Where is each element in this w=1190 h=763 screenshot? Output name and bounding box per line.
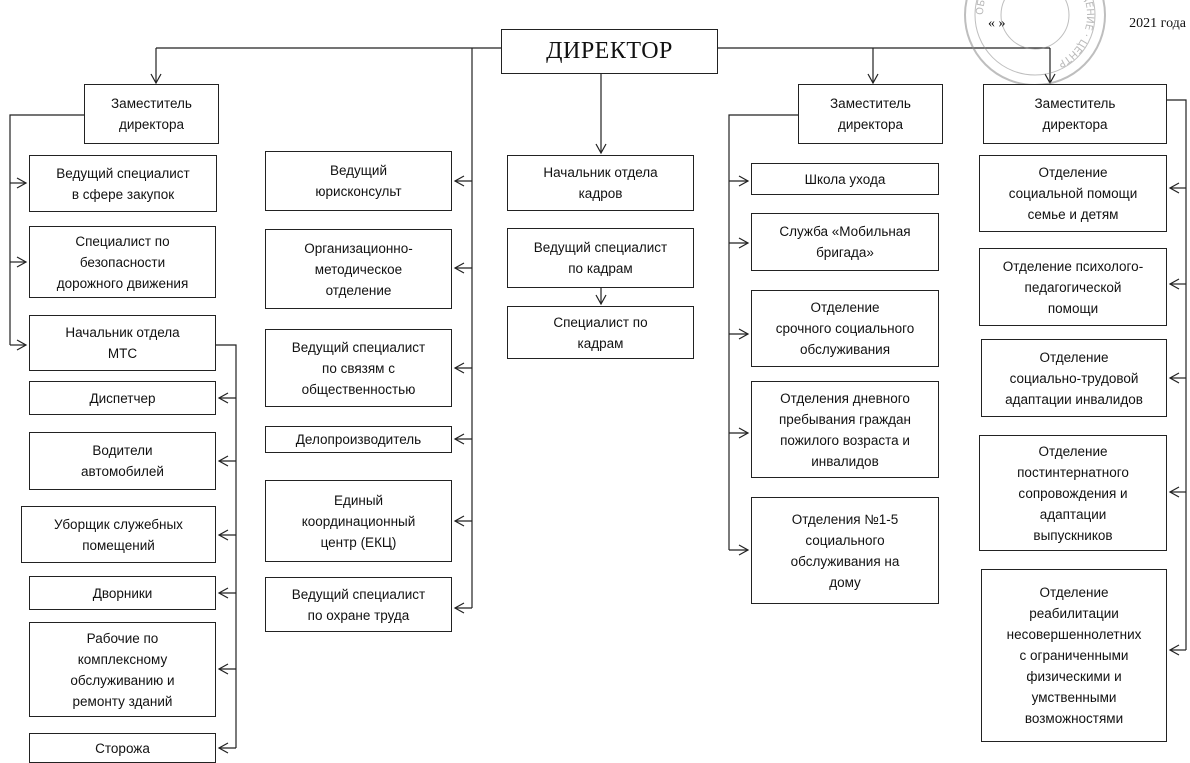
mobile-brigade-service: Служба «Мобильная бригада»: [751, 213, 939, 271]
lead-hr-specialist: Ведущий специалист по кадрам: [507, 228, 694, 288]
labor-safety-specialist: Ведущий специалист по охране труда: [265, 577, 452, 632]
col1-bracket: [9, 114, 84, 345]
psych-pedagogical-dept: Отделение психолого- педагогической помо…: [979, 248, 1167, 326]
col4-bracket: [728, 114, 798, 550]
mts-department-head: Начальник отдела МТС: [29, 315, 216, 371]
post-internat-support-dept: Отделение постинтернатного сопровождения…: [979, 435, 1167, 551]
car-drivers: Водители автомобилей: [29, 432, 216, 490]
yard-keepers: Дворники: [29, 576, 216, 610]
records-clerk: Делопроизводитель: [265, 426, 452, 453]
maintenance-workers: Рабочие по комплексному обслуживанию и р…: [29, 622, 216, 717]
home-service-depts: Отделения №1-5 социального обслуживания …: [751, 497, 939, 604]
family-children-aid-dept: Отделение социальной помощи семье и детя…: [979, 155, 1167, 232]
date-year: 2021 года: [1129, 16, 1186, 31]
road-safety-specialist: Специалист по безопасности дорожного дви…: [29, 226, 216, 298]
hr-specialist: Специалист по кадрам: [507, 306, 694, 359]
deputy-director-2: Заместитель директора: [798, 84, 943, 144]
care-school: Школа ухода: [751, 163, 939, 195]
office-cleaner: Уборщик служебных помещений: [21, 506, 216, 563]
deputy-director-1: Заместитель директора: [84, 84, 219, 144]
hr-department-head: Начальник отдела кадров: [507, 155, 694, 211]
lead-legal-counsel: Ведущий юрисконсульт: [265, 151, 452, 211]
urgent-social-service-dept: Отделение срочного социального обслужива…: [751, 290, 939, 367]
dispatcher: Диспетчер: [29, 381, 216, 415]
director-box: ДИРЕКТОР: [501, 29, 718, 74]
organizational-methodical-dept: Организационно- методическое отделение: [265, 229, 452, 309]
date-quote: « »: [988, 16, 1006, 31]
mts-bracket: [216, 344, 237, 748]
minor-rehabilitation-dept: Отделение реабилитации несовершеннолетни…: [981, 569, 1167, 742]
day-stay-dept: Отделения дневного пребывания граждан по…: [751, 381, 939, 478]
procurement-specialist: Ведущий специалист в сфере закупок: [29, 155, 217, 212]
labor-adaptation-dept: Отделение социально-трудовой адаптации и…: [981, 339, 1167, 417]
public-relations-specialist: Ведущий специалист по связям с обществен…: [265, 329, 452, 407]
col5-bracket: [1166, 99, 1187, 650]
watchmen: Сторожа: [29, 733, 216, 763]
unified-coordination-center: Единый координационный центр (ЕКЦ): [265, 480, 452, 562]
approval-date: « » 2021 года: [982, 14, 1190, 38]
deputy-director-3: Заместитель директора: [983, 84, 1167, 144]
